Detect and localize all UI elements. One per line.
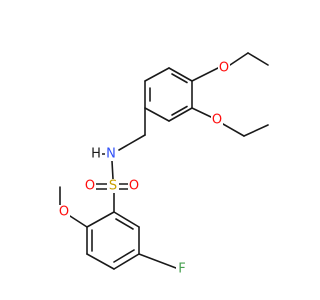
svg-text:H: H [91, 147, 101, 162]
bond-12 [191, 107, 212, 118]
bond-13 [222, 123, 245, 137]
bond-7 [171, 105, 188, 116]
svg-text:O: O [59, 205, 69, 220]
bond-31 [113, 249, 135, 263]
molecule-structure: O O N H S O O O [58, 52, 269, 277]
svg-text:F: F [178, 262, 185, 277]
bond-18 [111, 160, 114, 180]
atom-s-sulfonyl: S [107, 179, 119, 194]
bond-24 [86, 211, 115, 228]
svg-text:O: O [219, 61, 229, 76]
svg-text:N: N [106, 147, 116, 162]
atom-o-sulfonyl-left: O [84, 179, 96, 194]
bond-16 [118, 134, 146, 151]
bond-35 [138, 253, 177, 269]
bond-14 [243, 124, 269, 137]
atom-o-sulfonyl-right: O [128, 179, 140, 194]
atom-o-methoxy: O [58, 205, 70, 220]
svg-text:O: O [85, 179, 95, 194]
svg-text:S: S [109, 179, 117, 194]
bond-11 [247, 52, 269, 66]
atom-f-fluoro: F [176, 262, 188, 277]
atom-o-ethoxy-mid: O [211, 113, 223, 128]
bond-29 [113, 211, 140, 228]
bond-9 [191, 67, 219, 82]
svg-text:O: O [129, 179, 139, 194]
bond-10 [229, 52, 249, 66]
atom-n-amine: N [105, 147, 117, 162]
atom-labels: O O N H S O O O [58, 61, 230, 277]
svg-text:O: O [212, 113, 222, 128]
bond-33 [69, 215, 88, 228]
bond-2 [168, 107, 193, 122]
atom-h-amine: H [90, 147, 102, 162]
bond-lines [59, 52, 269, 270]
bond-26 [86, 253, 115, 270]
bond-5 [144, 67, 170, 82]
bond-27 [113, 253, 140, 270]
bond-6 [171, 73, 188, 84]
atom-o-ethoxy-top: O [218, 61, 230, 76]
bond-3 [144, 107, 170, 122]
bond-0 [168, 67, 193, 82]
bond-32 [115, 218, 134, 230]
